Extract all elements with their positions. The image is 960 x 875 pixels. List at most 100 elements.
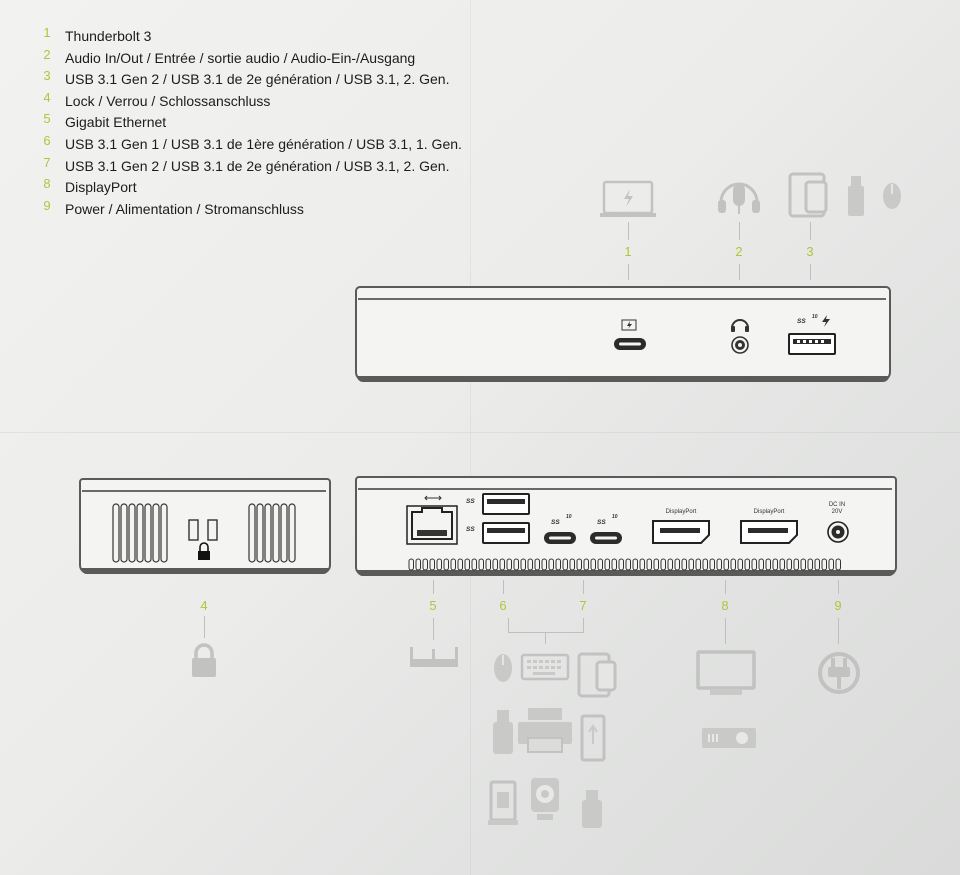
callout-leader	[628, 264, 629, 280]
vent-slot	[590, 558, 596, 571]
vent-slot	[485, 558, 491, 571]
legend-number: 3	[43, 68, 51, 84]
webcam-icon	[531, 778, 559, 820]
dc-power-port	[827, 521, 849, 543]
superspeed-logo: SS	[466, 498, 475, 505]
legend-text: USB 3.1 Gen 2 / USB 3.1 de 2e génération…	[65, 71, 450, 88]
legend-number: 5	[43, 111, 51, 127]
callout-leader	[628, 222, 629, 240]
vent-slot	[702, 558, 708, 571]
vent-slot	[548, 558, 554, 571]
callout-leader	[810, 264, 811, 280]
callout-leader	[204, 616, 205, 638]
vent-slot	[667, 558, 673, 571]
power-plug-icon	[818, 652, 860, 694]
vent-slot	[555, 558, 561, 571]
legend-text: USB 3.1 Gen 2 / USB 3.1 de 2e génération…	[65, 157, 450, 174]
vent-slot	[604, 558, 610, 571]
superspeed-logo: SS	[597, 519, 606, 526]
vent-slot	[471, 558, 477, 571]
tablet-phone-icon	[577, 652, 617, 698]
vent-slot	[758, 558, 764, 571]
vent-slot	[744, 558, 750, 571]
callout-leader	[739, 264, 740, 280]
callout-leader	[838, 618, 839, 644]
callout-number: 5	[429, 598, 437, 613]
mouse-icon	[494, 654, 512, 682]
vent-slot	[562, 558, 568, 571]
vent-slot	[814, 558, 820, 571]
vent-slot	[681, 558, 687, 571]
laptop-thunderbolt-icon	[600, 180, 656, 217]
callout-leader	[545, 632, 546, 644]
vent-slot	[653, 558, 659, 571]
external-drive-icon	[488, 780, 518, 825]
vent-slots	[112, 503, 168, 563]
vent-slot	[737, 558, 743, 571]
vent-slot	[506, 558, 512, 571]
dock-base	[81, 568, 329, 574]
superspeed-logo: SS	[551, 519, 560, 526]
callout-number: 7	[579, 598, 587, 613]
vent-slot	[534, 558, 540, 571]
ethernet-port	[406, 495, 458, 545]
vent-slot	[709, 558, 715, 571]
headset-icon	[718, 182, 760, 214]
paper-fold	[470, 0, 471, 875]
vent-slot	[765, 558, 771, 571]
vent-slot	[688, 558, 694, 571]
paper-fold	[0, 432, 960, 433]
callout-number: 3	[806, 244, 814, 259]
legend-text: Gigabit Ethernet	[65, 114, 167, 131]
callout-number: 2	[735, 244, 743, 259]
vent-slot	[821, 558, 827, 571]
vent-slot	[639, 558, 645, 571]
vent-slot	[828, 558, 834, 571]
vent-slot	[492, 558, 498, 571]
usb-gen2-badge: 10	[812, 314, 818, 320]
vent-slot	[597, 558, 603, 571]
displayport-port-2	[740, 520, 798, 544]
vent-slot	[611, 558, 617, 571]
callout-number: 9	[834, 598, 842, 613]
vent-slot	[786, 558, 792, 571]
thunderbolt-port	[614, 319, 646, 350]
callout-leader	[583, 580, 584, 594]
vent-slot	[772, 558, 778, 571]
vent-slot	[513, 558, 519, 571]
dc-in-label: DC IN	[828, 502, 846, 508]
lock-slot	[188, 519, 218, 560]
callout-leader	[739, 222, 740, 240]
legend-text: Thunderbolt 3	[65, 28, 152, 44]
callout-bracket	[508, 632, 584, 633]
vent-slot	[520, 558, 526, 571]
monitor-icon	[696, 650, 756, 695]
tablet-phone-icon	[788, 172, 901, 218]
callout-leader	[810, 222, 811, 240]
superspeed-logo: SS	[797, 318, 806, 325]
usb-gen2-badge: 10	[566, 514, 572, 520]
callout-leader	[725, 618, 726, 644]
displayport-port-1	[652, 520, 710, 544]
vent-slot	[429, 558, 435, 571]
callout-leader	[433, 580, 434, 594]
vent-slot	[436, 558, 442, 571]
legend-text: DisplayPort	[65, 179, 137, 196]
audio-port	[731, 319, 749, 354]
printer-icon	[518, 708, 572, 753]
legend-number: 9	[43, 197, 51, 213]
vent-slot	[499, 558, 505, 571]
callout-number: 4	[200, 598, 208, 613]
vent-slot	[422, 558, 428, 571]
callout-leader	[508, 618, 509, 632]
legend-number: 4	[43, 89, 51, 105]
vent-slot	[800, 558, 806, 571]
vent-slot	[730, 558, 736, 571]
keyboard-icon	[520, 653, 570, 681]
vent-slot	[751, 558, 757, 571]
vent-slot	[793, 558, 799, 571]
vent-slot	[646, 558, 652, 571]
callout-leader	[838, 580, 839, 594]
dock-base	[357, 570, 895, 576]
